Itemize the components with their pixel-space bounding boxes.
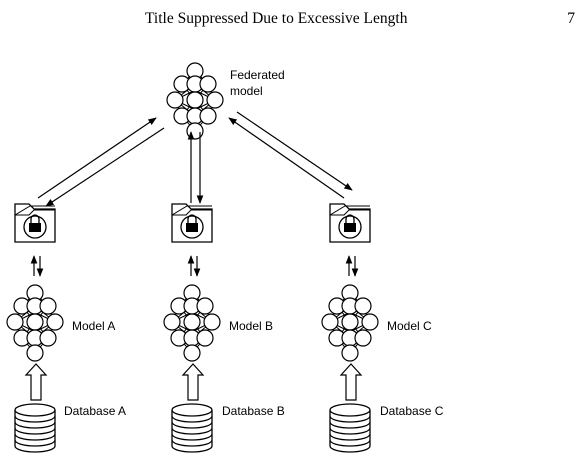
running-title: Title Suppressed Due to Excessive Length [145,10,408,27]
federated-model-label-line1: Federated [230,68,285,82]
federated-model-network-icon [166,62,224,140]
data-flow-arrow-icon [182,363,204,401]
model-label: Model A [72,319,115,333]
exchange-arrows-icon [34,256,40,276]
model-label: Model B [229,319,273,333]
database-icon [14,403,56,453]
database-label: Database A [64,404,126,418]
model-network-icon [321,284,379,362]
database-icon [329,403,371,453]
client-a [6,203,64,453]
upload-download-arrows [37,111,353,207]
data-flow-arrow-icon [340,363,362,401]
exchange-arrows-icon [191,256,197,276]
exchange-arrows-icon [349,256,355,276]
data-flow-arrow-icon [25,363,47,401]
model-label: Model C [387,319,432,333]
page-number: 7 [567,10,575,27]
database-icon [171,403,213,453]
model-network-icon [6,284,64,362]
client-b [163,203,221,453]
database-label: Database B [222,404,285,418]
federated-model-label-line2: model [230,84,263,98]
client-c [321,203,379,453]
database-label: Database C [380,404,444,418]
model-network-icon [163,284,221,362]
encrypted-folder-icon [171,203,213,243]
encrypted-folder-icon [14,203,56,243]
running-head: Title Suppressed Due to Excessive Length… [145,8,575,32]
encrypted-folder-icon [329,203,371,243]
